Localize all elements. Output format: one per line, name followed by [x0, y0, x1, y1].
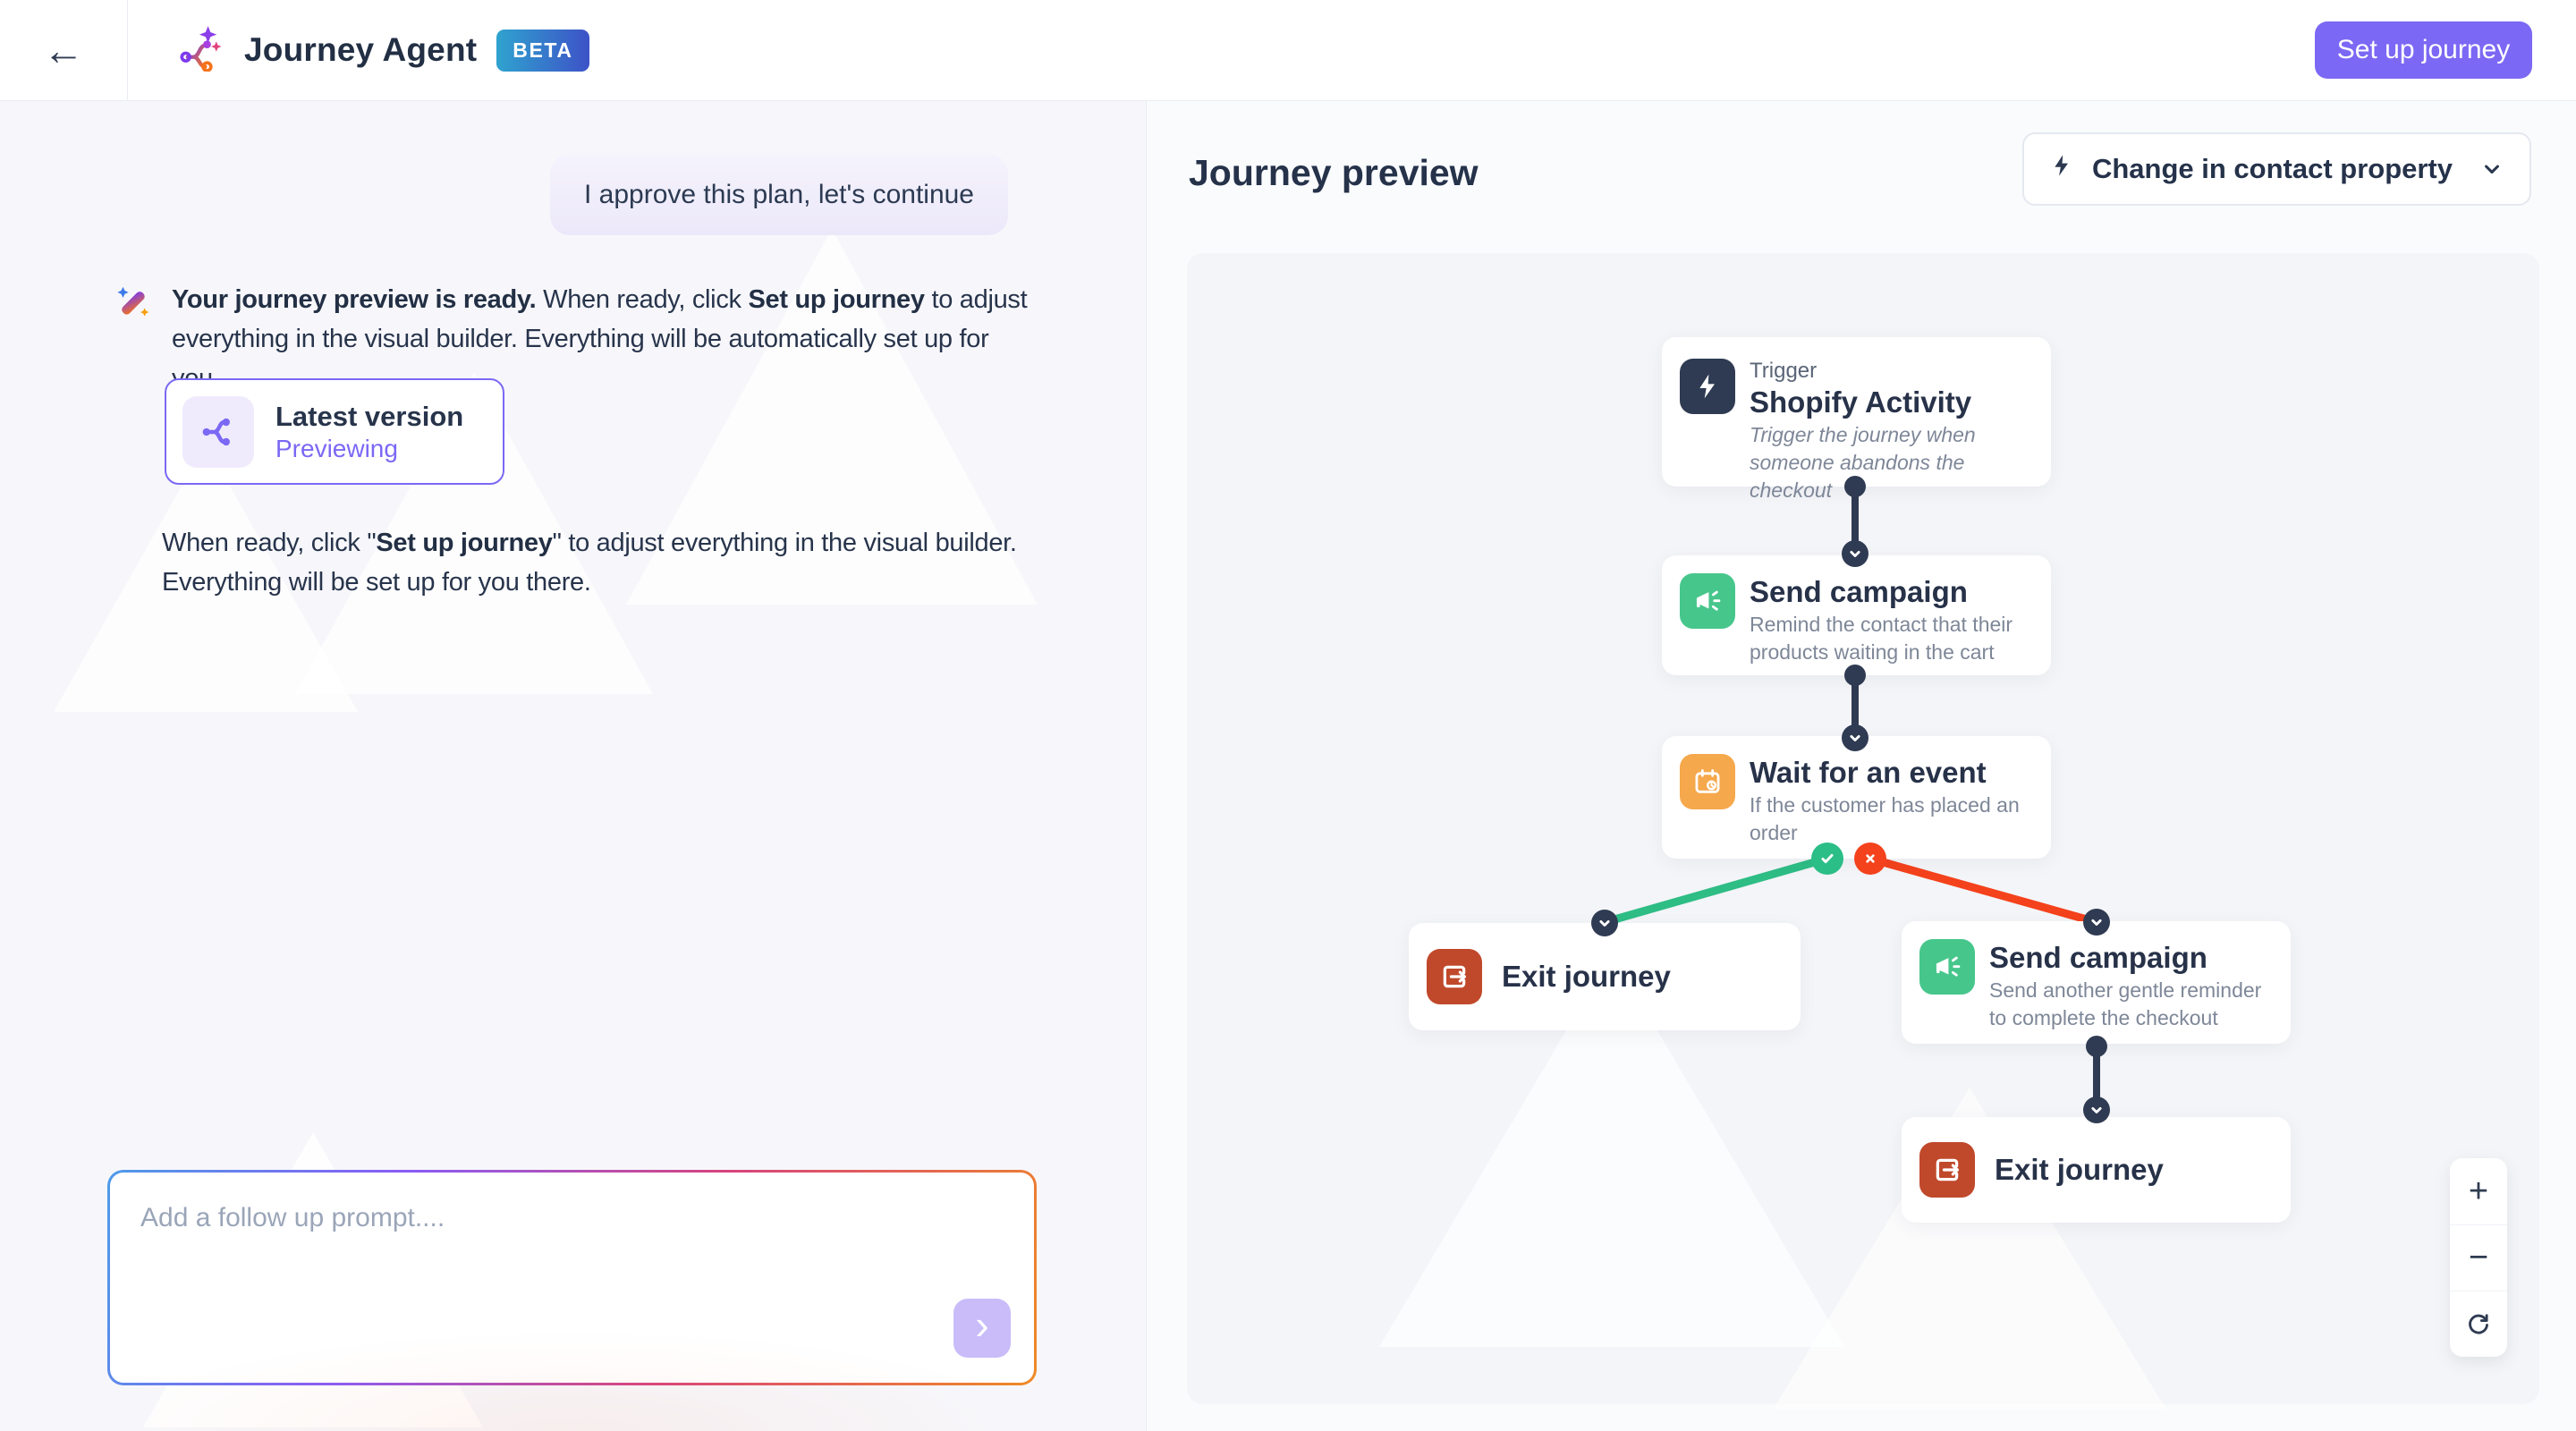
main-layout: I approve this plan, let's continue Your… — [0, 101, 2576, 1431]
megaphone-icon — [1680, 573, 1735, 629]
note-pre-text: When ready, click " — [162, 529, 377, 557]
magic-wand-icon — [113, 282, 154, 398]
chevron-down-connector-icon — [1842, 724, 1868, 751]
chevron-down-icon — [2479, 157, 2504, 182]
node-title: Shopify Activity — [1750, 385, 1972, 419]
node-description: Send another gentle reminder to complete… — [1989, 978, 2262, 1029]
node-title: Send campaign — [1750, 575, 1968, 608]
refresh-icon — [2465, 1311, 2492, 1338]
node-title: Exit journey — [1995, 1153, 2164, 1186]
assistant-bold-action: Set up journey — [748, 285, 925, 314]
journey-agent-logo-icon — [178, 25, 225, 76]
node-kind-label: Trigger — [1750, 359, 1818, 383]
trigger-filter-dropdown[interactable]: Change in contact property — [2021, 132, 2531, 206]
connector-dot — [1844, 476, 1866, 497]
follow-up-note: When ready, click "Set up journey" to ad… — [162, 523, 1043, 602]
node-text: Send campaign Remind the contact that th… — [1750, 573, 2042, 664]
node-title: Send campaign — [1989, 941, 2207, 974]
chat-panel: I approve this plan, let's continue Your… — [0, 101, 1147, 1431]
check-icon — [1811, 843, 1843, 875]
app-header: ← Journey Agent BETA Set up journey — [0, 0, 2576, 101]
zoom-out-button[interactable]: − — [2450, 1224, 2507, 1291]
journey-preview-panel: Journey preview Change in contact proper… — [1147, 101, 2576, 1431]
x-icon — [1854, 843, 1886, 875]
chevron-down-connector-icon — [1591, 910, 1618, 936]
node-description: Trigger the journey when someone abandon… — [1750, 423, 1976, 502]
node-exit-journey-left[interactable]: Exit journey — [1409, 923, 1801, 1030]
chevron-down-connector-icon — [1842, 540, 1868, 567]
latest-version-card[interactable]: Latest version Previewing — [165, 378, 504, 485]
trigger-filter-label: Change in contact property — [2091, 153, 2453, 184]
brand: Journey Agent BETA — [178, 25, 589, 76]
node-wait-for-event[interactable]: Wait for an event If the customer has pl… — [1662, 736, 2051, 859]
node-description: Remind the contact that their products w… — [1750, 613, 2013, 664]
version-card-text: Latest version Previewing — [275, 400, 463, 464]
assistant-message-text: Your journey preview is ready. When read… — [172, 280, 1038, 398]
chevron-right-icon: › — [975, 1301, 989, 1348]
plus-icon: + — [2468, 1172, 2489, 1210]
back-button[interactable]: ← — [30, 24, 97, 76]
back-rail: ← — [0, 0, 128, 100]
zoom-in-button[interactable]: + — [2450, 1158, 2507, 1224]
version-card-status: Previewing — [275, 434, 398, 462]
node-send-campaign-1[interactable]: Send campaign Remind the contact that th… — [1662, 555, 2051, 675]
user-message-text: I approve this plan, let's continue — [584, 179, 974, 209]
assistant-message: Your journey preview is ready. When read… — [113, 280, 1038, 398]
lightning-icon — [1680, 359, 1735, 414]
beta-badge: BETA — [496, 29, 589, 72]
reset-view-button[interactable] — [2450, 1291, 2507, 1357]
node-exit-journey-bottom[interactable]: Exit journey — [1902, 1117, 2291, 1223]
canvas-zoom-controls: + − — [2450, 1158, 2507, 1357]
connector-dot — [2086, 1036, 2107, 1057]
journey-version-icon — [182, 395, 254, 468]
lightning-icon — [2049, 153, 2074, 185]
app-title: Journey Agent — [244, 31, 478, 68]
node-text: Send campaign Send another gentle remind… — [1989, 939, 2282, 1029]
node-title: Wait for an event — [1750, 756, 1987, 789]
note-post-text: " to adjust everything in the visual bui… — [162, 529, 1017, 597]
preview-title: Journey preview — [1189, 152, 1479, 193]
node-trigger-shopify-activity[interactable]: Trigger Shopify Activity Trigger the jou… — [1662, 337, 2051, 502]
exit-icon — [1427, 949, 1482, 1004]
node-text: Wait for an event If the customer has pl… — [1750, 754, 2042, 844]
assistant-bold-intro: Your journey preview is ready. — [172, 285, 537, 314]
node-text: Trigger Shopify Activity Trigger the jou… — [1750, 359, 2042, 502]
node-title: Exit journey — [1502, 960, 1671, 993]
exit-icon — [1919, 1142, 1975, 1198]
node-send-campaign-2[interactable]: Send campaign Send another gentle remind… — [1902, 921, 2291, 1044]
prompt-input-box: › — [107, 1170, 1037, 1385]
assistant-mid-text: When ready, click — [536, 285, 749, 314]
megaphone-icon — [1919, 939, 1975, 995]
send-button[interactable]: › — [953, 1299, 1011, 1358]
note-bold-action: Set up journey — [376, 529, 553, 557]
prompt-textarea[interactable] — [110, 1173, 1034, 1383]
set-up-journey-button[interactable]: Set up journey — [2315, 21, 2532, 79]
arrow-left-icon: ← — [43, 27, 84, 73]
connector-dot — [1844, 665, 1866, 686]
version-card-title: Latest version — [275, 400, 464, 432]
calendar-clock-icon — [1680, 754, 1735, 809]
minus-icon: − — [2468, 1239, 2489, 1276]
node-description: If the customer has placed an order — [1750, 793, 2020, 844]
chevron-down-connector-icon — [2083, 909, 2110, 936]
chevron-down-connector-icon — [2083, 1097, 2110, 1123]
user-message-bubble: I approve this plan, let's continue — [550, 154, 1008, 235]
